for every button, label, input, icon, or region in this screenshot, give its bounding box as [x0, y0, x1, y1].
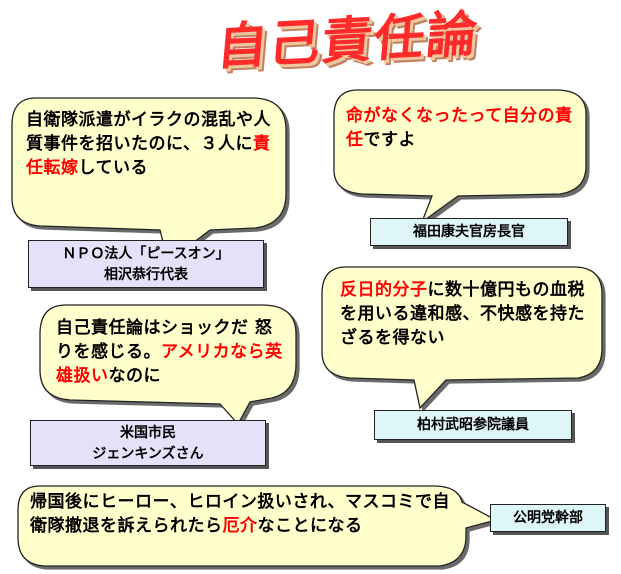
quote-aizawa: 自衛隊派遣がイラクの混乱や人質事件を招いたのに、３人に責任転嫁している: [26, 108, 276, 180]
quote-text: なのに: [108, 366, 161, 386]
quote-fukuda: 命がなくなったって自分の責任ですよ: [346, 104, 576, 152]
quote-text: に数十億円もの血税を用いる違和感、不快感を持たざるを得ない: [340, 280, 585, 348]
speaker-label-aizawa: ＮＰＯ法人「ピースオン」 相沢恭行代表: [28, 240, 264, 288]
quote-highlight: 反日的分子: [340, 280, 428, 300]
quote-text: 自衛隊派遣がイラクの混乱や人質事件を招いたのに、３人に: [26, 110, 271, 154]
speaker-label-jenkins: 米国市民 ジェンキンズさん: [30, 420, 266, 466]
speech-bubble-jenkins: [39, 304, 297, 426]
speaker-label-fukuda: 福田康夫官房長官: [370, 218, 568, 246]
quote-highlight: 責任転嫁: [26, 134, 271, 178]
quote-jenkins: 自己責任論はショックだ 怒りを感じる。アメリカなら英雄扱いなのに: [56, 316, 288, 388]
quote-kashimura: 反日的分子に数十億円もの血税を用いる違和感、不快感を持たざるを得ない: [340, 278, 592, 350]
speaker-name: 公明党幹部: [513, 510, 583, 526]
quote-komeito: 帰国後にヒーロー、ヒロイン扱いされ、マスコミで自衛隊撤退を訴えられたら厄介なこと…: [30, 490, 450, 538]
speech-bubble-komeito: [17, 485, 498, 567]
quote-text: している: [78, 158, 148, 178]
speaker-label-kashimura: 柏村武昭参院議員: [374, 410, 572, 440]
speaker-name: ジェンキンズさん: [92, 446, 204, 462]
quote-text: 自己責任論はショックだ 怒りを感じる。: [56, 318, 273, 362]
quote-text: ですよ: [363, 130, 416, 150]
speaker-name: 相沢恭行代表: [104, 267, 188, 283]
page-title: 自己責任論: [214, 4, 482, 77]
speaker-org: 米国市民: [120, 425, 176, 441]
quote-highlight: 命がなくなったって自分の: [346, 106, 556, 126]
speaker-name: 福田康夫官房長官: [413, 224, 525, 240]
quote-highlight: 厄介: [222, 516, 258, 536]
speaker-org: ＮＰＯ法人「ピースオン」: [62, 246, 230, 262]
speaker-label-komeito: 公明党幹部: [490, 504, 606, 532]
quote-text: なことになる: [257, 516, 363, 536]
speaker-name: 柏村武昭参院議員: [417, 417, 529, 433]
quote-highlight: アメリカなら英雄扱い: [56, 342, 283, 386]
quote-highlight: 責任: [346, 106, 573, 150]
speech-bubble-kashimura: [321, 266, 603, 410]
speech-bubble-fukuda: [333, 89, 587, 224]
quote-text: 帰国後にヒーロー、ヒロイン扱いされ、マスコミで自衛隊撤退を訴えられたら: [30, 492, 450, 536]
